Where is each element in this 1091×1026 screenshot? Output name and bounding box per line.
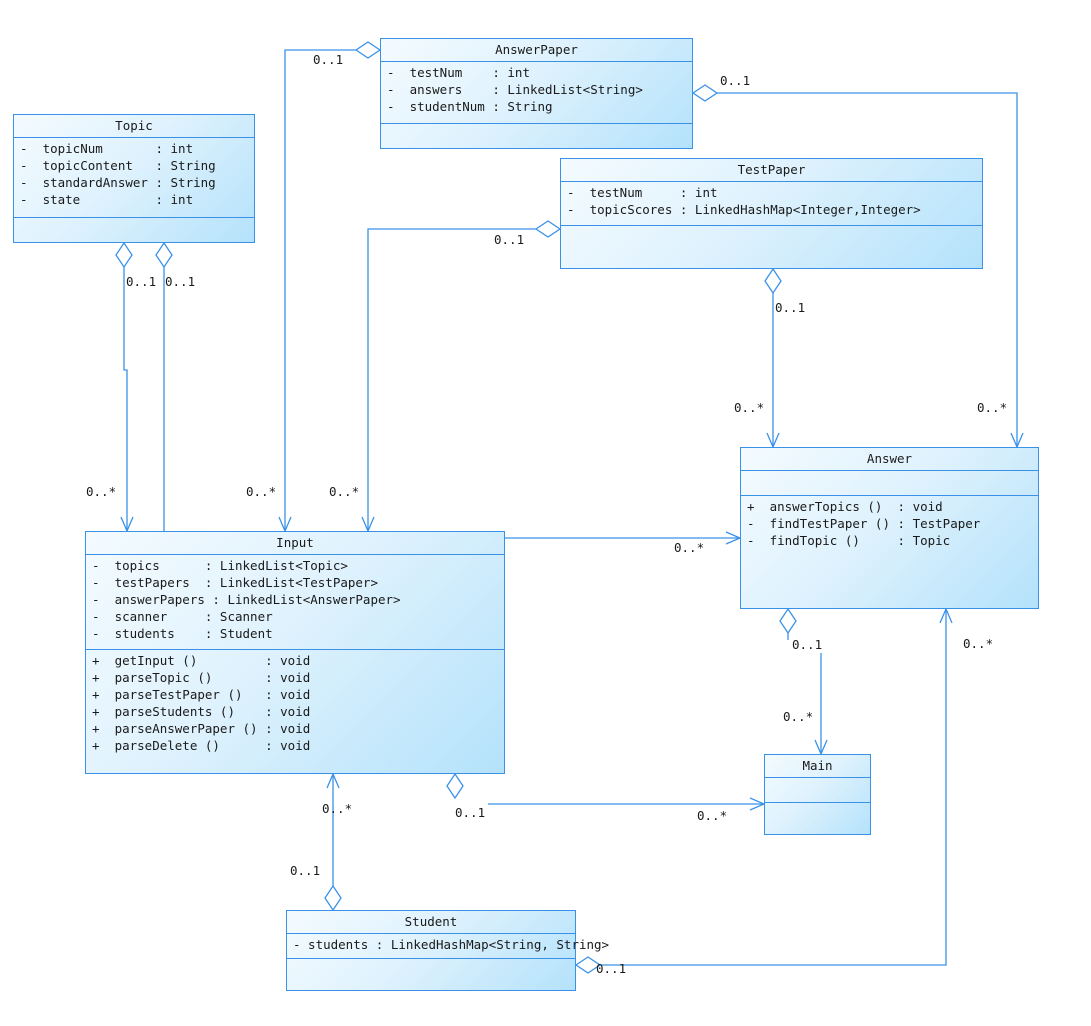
relation-line <box>717 92 1018 447</box>
attribute-row: - testNum : int <box>387 65 530 80</box>
multiplicity-label: 0..1 <box>126 274 157 289</box>
attribute-row: - topicContent : String <box>20 158 216 173</box>
attributes-compartment: - topics : LinkedList<Topic> - testPapers… <box>86 555 504 650</box>
operation-row: - findTestPaper () : TestPaper <box>747 516 981 531</box>
multiplicity-label: 0..* <box>329 484 360 499</box>
attribute-row: - topics : LinkedList<Topic> <box>92 558 348 573</box>
relation-line <box>367 228 536 531</box>
class-input[interactable]: Input - topics : LinkedList<Topic> - test… <box>85 531 505 774</box>
multiplicity-label: 0..* <box>977 400 1008 415</box>
operations-compartment <box>561 226 982 269</box>
multiplicity-label: 0..* <box>734 400 765 415</box>
operations-compartment <box>14 218 254 243</box>
attribute-row: - studentNum : String <box>387 99 553 114</box>
aggregation-diamond-icon <box>155 241 173 269</box>
attributes-compartment: - topicNum : int - topicContent : String -… <box>14 138 254 218</box>
multiplicity-label: 0..1 <box>494 232 525 247</box>
class-name: TestPaper <box>561 159 982 182</box>
multiplicity-label: 0..1 <box>455 805 486 820</box>
multiplicity-label: 0..* <box>674 540 705 555</box>
attributes-compartment <box>765 778 870 803</box>
class-topic[interactable]: Topic - topicNum : int - topicContent : S… <box>13 114 255 243</box>
operation-row: - findTopic () : Topic <box>747 533 951 548</box>
aggregation-diamond-icon <box>691 84 719 102</box>
aggregation-diamond-icon <box>779 607 797 635</box>
attributes-compartment: - testNum : int - answers : LinkedList<St… <box>381 62 692 124</box>
relation-line <box>123 267 128 531</box>
operation-row: + parseAnswerPaper () : void <box>92 721 311 736</box>
attributes-compartment: - testNum : int - topicScores : LinkedHas… <box>561 182 982 226</box>
class-name: Topic <box>14 115 254 138</box>
attribute-row: - testNum : int <box>567 185 718 200</box>
multiplicity-label: 0..1 <box>720 73 751 88</box>
multiplicity-label: 0..* <box>322 801 353 816</box>
arrow-head-icon <box>939 607 953 624</box>
class-answer[interactable]: Answer + answerTopics () : void - findTes… <box>740 447 1039 609</box>
operations-compartment <box>765 803 870 834</box>
attribute-row: - scanner : Scanner <box>92 609 273 624</box>
multiplicity-label: 0..* <box>783 709 814 724</box>
class-name: AnswerPaper <box>381 39 692 62</box>
class-name: Answer <box>741 448 1038 471</box>
multiplicity-label: 0..* <box>963 636 994 651</box>
attribute-row: - testPapers : LinkedList<TestPaper> <box>92 575 378 590</box>
aggregation-diamond-icon <box>446 772 464 800</box>
multiplicity-label: 0..* <box>246 484 277 499</box>
attribute-row: - students : Student <box>92 626 273 641</box>
operation-row: + parseTopic () : void <box>92 670 311 685</box>
attribute-row: - topicNum : int <box>20 141 194 156</box>
class-test-paper[interactable]: TestPaper - testNum : int - topicScores :… <box>560 158 983 269</box>
attribute-row: - answerPapers : LinkedList<AnswerPaper> <box>92 592 401 607</box>
relation-line <box>600 609 947 966</box>
class-student[interactable]: Student - students : LinkedHashMap<Strin… <box>286 910 610 991</box>
class-name: Input <box>86 532 504 555</box>
aggregation-diamond-icon <box>115 241 133 269</box>
class-answer-paper[interactable]: AnswerPaper - testNum : int - answers : L… <box>380 38 693 149</box>
attributes-compartment: - students : LinkedHashMap<String, Strin… <box>287 934 610 959</box>
attribute-row: - topicScores : LinkedHashMap<Integer,In… <box>567 202 921 217</box>
aggregation-diamond-icon <box>534 220 562 238</box>
operation-row: + parseTestPaper () : void <box>92 687 311 702</box>
operations-compartment <box>381 124 692 149</box>
operation-row: + parseStudents () : void <box>92 704 311 719</box>
attributes-compartment <box>741 471 1038 496</box>
attribute-row: - state : int <box>20 192 194 207</box>
multiplicity-label: 0..1 <box>165 274 196 289</box>
multiplicity-label: 0..* <box>697 808 728 823</box>
attribute-row: - answers : LinkedList<String> <box>387 82 643 97</box>
operations-compartment: + answerTopics () : void - findTestPaper … <box>741 496 1038 609</box>
arrow-head-icon <box>326 772 340 789</box>
aggregation-diamond-icon <box>764 267 782 295</box>
multiplicity-label: 0..1 <box>775 300 806 315</box>
multiplicity-label: 0..1 <box>596 961 627 976</box>
class-main[interactable]: Main <box>764 754 871 835</box>
aggregation-diamond-icon <box>324 884 342 912</box>
operations-compartment: + getInput () : void + parseTopic () : vo… <box>86 650 504 774</box>
operations-compartment <box>287 959 575 990</box>
operation-row: + getInput () : void <box>92 653 311 668</box>
aggregation-diamond-icon <box>354 41 382 59</box>
attribute-row: - students : LinkedHashMap<String, Strin… <box>293 937 610 952</box>
attribute-row: - standardAnswer : String <box>20 175 216 190</box>
class-name: Student <box>287 911 575 934</box>
class-name: Main <box>765 755 870 778</box>
multiplicity-label: 0..1 <box>792 637 823 652</box>
operation-row: + answerTopics () : void <box>747 499 943 514</box>
multiplicity-label: 0..* <box>86 484 117 499</box>
multiplicity-label: 0..1 <box>290 863 321 878</box>
multiplicity-label: 0..1 <box>313 52 344 67</box>
operation-row: + parseDelete () : void <box>92 738 311 753</box>
relation-line <box>284 49 356 531</box>
